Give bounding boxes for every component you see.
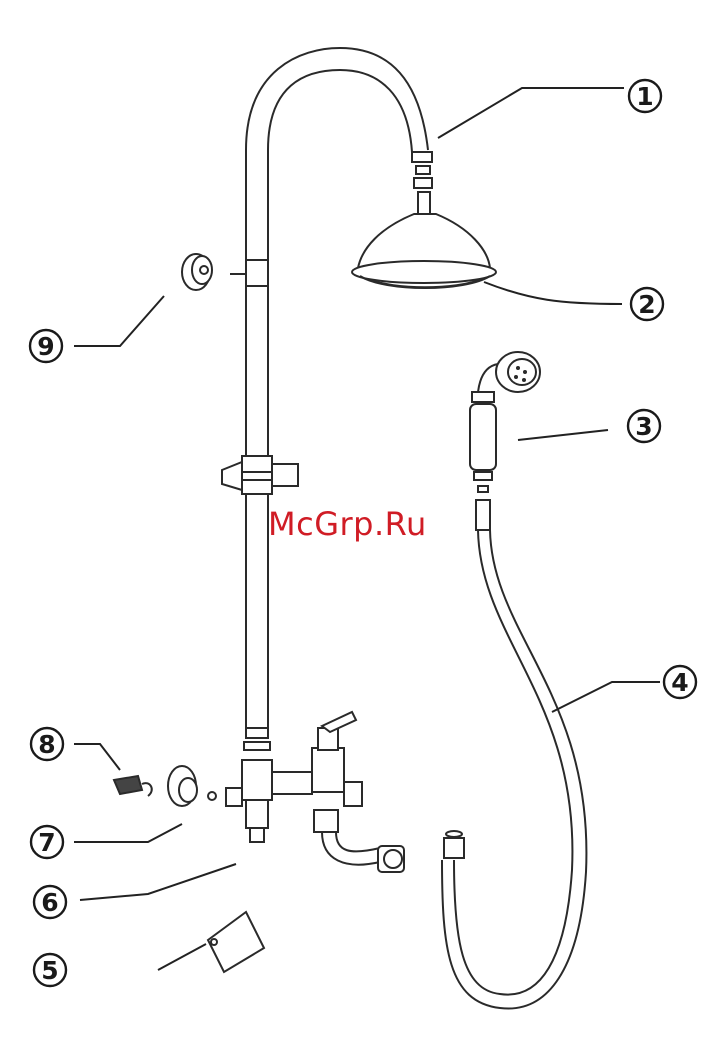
leader-4 [552,682,660,712]
callout-3: 3 [628,410,660,442]
wall-bracket [182,254,268,290]
callout-3-label: 3 [635,412,652,441]
leader-7 [74,824,182,842]
callout-8-label: 8 [38,730,55,759]
overhead-shower-head [352,152,496,288]
callout-2-label: 2 [638,290,655,319]
callout-9: 9 [30,330,62,362]
callout-7-label: 7 [38,828,55,857]
callout-1: 1 [629,80,661,112]
callout-5: 5 [34,954,66,986]
leader-8 [74,744,120,770]
leader-9 [74,296,164,346]
callout-9-label: 9 [37,332,54,361]
callout-8: 8 [31,728,63,760]
leader-6 [80,864,236,900]
leader-2 [484,282,622,304]
flexible-hose [442,500,586,1009]
callout-5-label: 5 [41,956,58,985]
leader-3 [518,430,608,440]
leader-5 [158,944,206,970]
callout-2: 2 [631,288,663,320]
leader-1 [438,88,624,138]
riser-pipe [244,48,428,750]
callout-6-label: 6 [41,888,58,917]
callout-7: 7 [31,826,63,858]
hand-shower [470,352,540,492]
callout-4-label: 4 [671,668,688,697]
callout-6: 6 [34,886,66,918]
fixing-kit [208,912,264,972]
slide-holder [222,456,298,494]
callout-1-label: 1 [636,82,653,111]
callout-4: 4 [664,666,696,698]
watermark-text: McGrp.Ru [268,505,427,543]
escutcheon-and-washers [114,766,216,806]
